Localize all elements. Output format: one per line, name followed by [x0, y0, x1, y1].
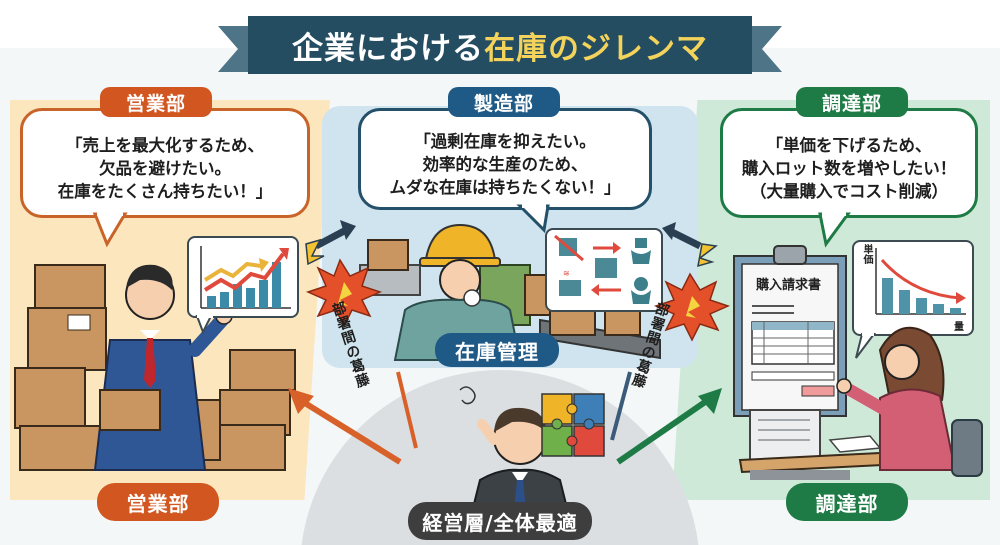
- manufacturing-quote-bubble: 「過剰在庫を抑えたい。 効率的な生産のため、 ムダな在庫は持ちたくない！」: [358, 108, 652, 210]
- title-banner: 企業における在庫のジレンマ: [218, 16, 782, 74]
- inventory-management-label: 在庫管理: [435, 333, 559, 367]
- sales-chart-graphic: [195, 246, 291, 335]
- manufacturing-bubble-tail: [516, 202, 550, 234]
- sales-label-bottom: 営業部: [97, 483, 219, 521]
- procurement-illustration: [738, 326, 983, 480]
- management-label: 経営層/全体最適: [408, 502, 592, 540]
- puzzle-icon: [541, 393, 605, 457]
- manufacturing-label-top: 製造部: [448, 87, 560, 117]
- title-highlight: 在庫のジレンマ: [484, 30, 708, 67]
- page-title: 企業における在庫のジレンマ: [292, 30, 708, 67]
- svg-text:≋: ≋: [563, 269, 570, 278]
- procurement-label-bottom: 調達部: [786, 483, 908, 521]
- purchase-request-document: [733, 245, 847, 417]
- sales-quote-bubble: 「売上を最大化するため、 欠品を避けたい。 在庫をたくさん持ちたい！」: [20, 108, 310, 218]
- unit-price-xlabel: 量: [954, 322, 964, 333]
- procurement-label-top: 調達部: [796, 87, 908, 117]
- sales-bubble-tail: [92, 210, 128, 248]
- efficiency-icons: ≋: [554, 234, 651, 304]
- procurement-bubble-tail: [818, 210, 851, 248]
- purchase-request-title: 購入請求書: [756, 278, 822, 293]
- sales-illustration: [14, 264, 296, 471]
- sales-label-top: 営業部: [100, 87, 212, 117]
- procurement-quote-bubble: 「単価を下げるため、 購入ロット数を増やしたい！ （大量購入でコスト削減）: [720, 108, 978, 218]
- unit-price-chart-graphic: [855, 248, 966, 359]
- unit-price-ylabel: 単価: [861, 244, 872, 264]
